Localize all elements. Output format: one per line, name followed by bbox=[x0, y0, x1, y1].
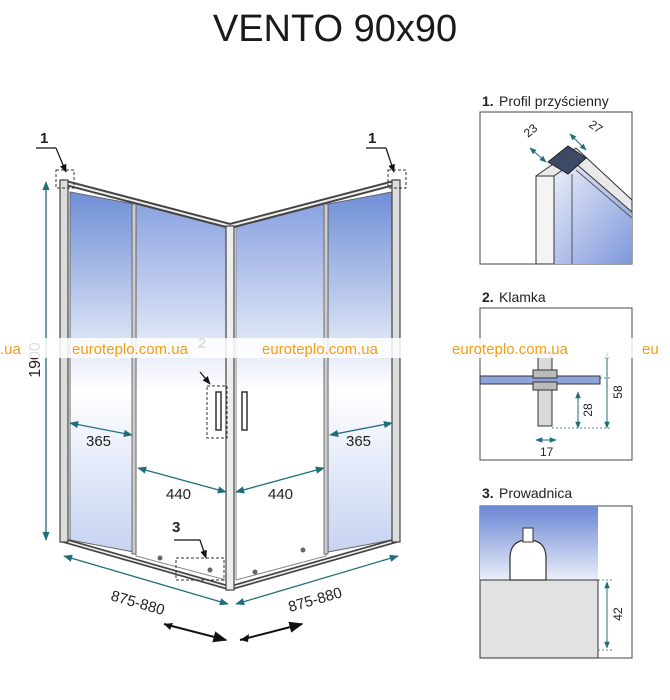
detail-profile-number: 1. bbox=[482, 93, 494, 109]
corner-post bbox=[225, 225, 235, 591]
watermark-text-2: euroteplo.com.ua bbox=[262, 341, 379, 358]
left-width-dimension: 875-880 bbox=[109, 588, 167, 620]
left-fixed-glass bbox=[69, 191, 135, 553]
detail-handle: 2. Klamka 58 28 17 bbox=[479, 289, 633, 461]
right-fixed-glass bbox=[327, 191, 393, 553]
detail-handle-dim-b: 28 bbox=[581, 403, 595, 417]
marker-profile-left: 1 bbox=[40, 130, 48, 147]
shower-cabin bbox=[55, 169, 407, 591]
right-handle bbox=[241, 391, 248, 431]
right-slide-arrow bbox=[239, 621, 304, 641]
detail-guide-dim-a: 42 bbox=[611, 607, 625, 621]
detail-handle-dim-c: 17 bbox=[540, 445, 554, 459]
left-slide-arrow bbox=[163, 623, 228, 643]
left-wall-profile bbox=[59, 179, 69, 543]
watermark-text-1: euroteplo.com.ua bbox=[72, 341, 189, 358]
watermark: .ua euroteplo.com.ua euroteplo.com.ua eu… bbox=[0, 338, 670, 358]
watermark-left-fragment: .ua bbox=[0, 341, 22, 358]
detail-guide: 3. Prowadnica 42 bbox=[479, 485, 633, 659]
detail-handle-dim-a: 58 bbox=[611, 385, 625, 399]
page-title: VENTO 90x90 bbox=[212, 8, 458, 50]
marker-guide: 3 bbox=[172, 519, 180, 536]
detail-guide-number: 3. bbox=[482, 485, 494, 501]
right-door-dimension: 440 bbox=[268, 486, 293, 503]
watermark-right-fragment: eu bbox=[642, 341, 659, 358]
marker-profile-right: 1 bbox=[368, 130, 376, 147]
detail-guide-label: Prowadnica bbox=[499, 485, 572, 501]
left-door-glass bbox=[135, 201, 227, 581]
right-door-glass bbox=[235, 203, 327, 581]
detail-handle-label: Klamka bbox=[499, 289, 546, 305]
detail-profile: 1. Profil przyścienny 23 27 bbox=[479, 93, 633, 265]
left-door-dimension: 440 bbox=[166, 486, 191, 503]
left-fixed-dimension: 365 bbox=[86, 433, 111, 450]
detail-handle-number: 2. bbox=[482, 289, 494, 305]
watermark-text-3: euroteplo.com.ua bbox=[452, 341, 569, 358]
right-wall-profile bbox=[391, 179, 401, 543]
right-fixed-dimension: 365 bbox=[346, 433, 371, 450]
right-width-dimension: 875-880 bbox=[286, 584, 344, 616]
left-handle bbox=[215, 391, 222, 431]
detail-profile-label: Profil przyścienny bbox=[499, 93, 609, 109]
